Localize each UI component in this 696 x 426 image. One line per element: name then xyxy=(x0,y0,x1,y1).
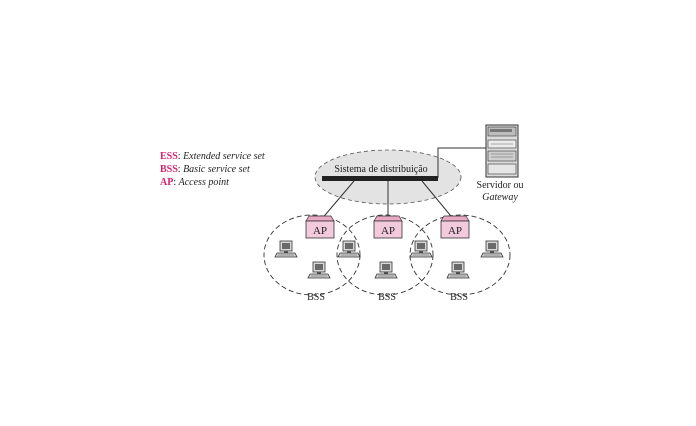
legend: ESS: Extended service set BSS: Basic ser… xyxy=(160,150,265,189)
computer-icon xyxy=(480,240,504,258)
ap-link-3 xyxy=(421,180,456,222)
computer-icon xyxy=(374,261,398,279)
bss-ellipse-3 xyxy=(409,214,511,296)
distribution-bus xyxy=(322,176,438,181)
legend-row-bss: BSS: Basic service set xyxy=(160,163,265,176)
ap-label: AP xyxy=(313,225,327,237)
computer-icon xyxy=(307,261,331,279)
access-point-2: AP xyxy=(373,215,403,239)
legend-sep: : xyxy=(177,164,184,175)
bss-label-2: BSS xyxy=(378,292,396,303)
legend-abbr: BSS xyxy=(160,164,178,175)
computer-icon xyxy=(446,261,470,279)
access-point-1: AP xyxy=(305,215,335,239)
server-link xyxy=(437,147,486,178)
legend-abbr: AP xyxy=(160,177,174,188)
bss-ellipse-1 xyxy=(263,214,361,296)
computer-icon xyxy=(409,240,433,258)
bss-ellipse-2 xyxy=(336,214,434,296)
legend-sep: : xyxy=(173,177,179,188)
legend-sep: : xyxy=(177,151,184,162)
ap-link-1 xyxy=(319,180,355,222)
legend-definition: Access point xyxy=(178,177,229,188)
server-label-line2: Gateway xyxy=(482,192,518,203)
distribution-system-label: Sistema de distribuição xyxy=(334,164,427,175)
ap-label: AP xyxy=(448,225,462,237)
legend-definition: Extended service set xyxy=(183,151,265,162)
access-point-3: AP xyxy=(440,215,470,239)
bss-label-3: BSS xyxy=(450,292,468,303)
server-label: Servidor ou Gateway xyxy=(470,180,530,204)
ap-label: AP xyxy=(381,225,395,237)
legend-abbr: ESS xyxy=(160,151,178,162)
server-label-line1: Servidor ou xyxy=(476,180,524,191)
server-icon xyxy=(485,124,519,178)
legend-row-ess: ESS: Extended service set xyxy=(160,150,265,163)
computer-icon xyxy=(337,240,361,258)
legend-row-ap: AP: Access point xyxy=(160,176,265,189)
legend-definition: Basic service set xyxy=(183,164,250,175)
bss-label-1: BSS xyxy=(307,292,325,303)
computer-icon xyxy=(274,240,298,258)
